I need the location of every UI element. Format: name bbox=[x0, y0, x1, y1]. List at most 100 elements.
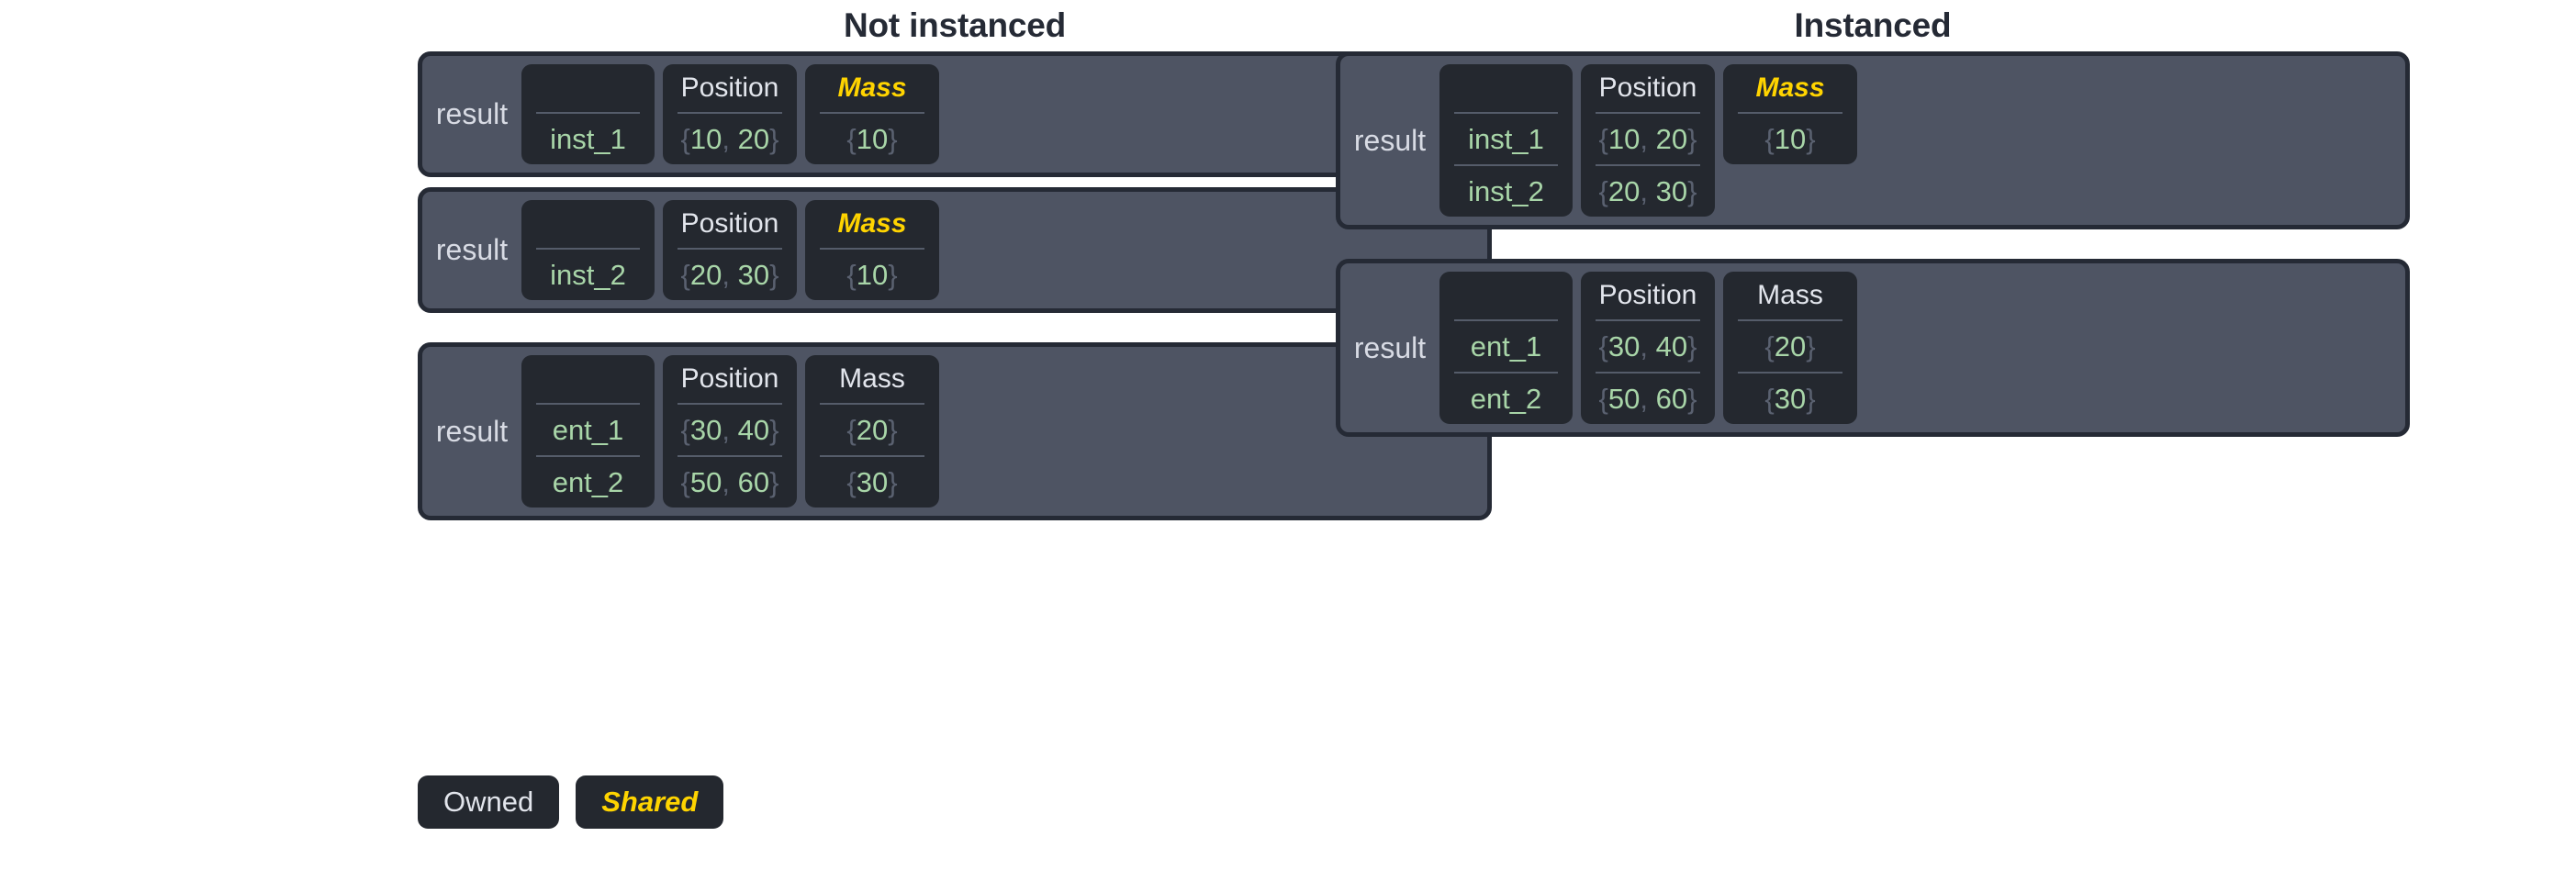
cell-mass: {20} bbox=[846, 414, 898, 446]
column-mass[interactable]: Mass {20} {30} bbox=[1723, 272, 1857, 424]
column-header-id bbox=[521, 200, 655, 248]
header-divider bbox=[536, 112, 640, 114]
column-mass[interactable]: Mass {10} bbox=[805, 64, 939, 164]
row-divider bbox=[1738, 372, 1842, 374]
cell-position: {10, 20} bbox=[680, 123, 779, 155]
column-position[interactable]: Position {20, 30} bbox=[663, 200, 797, 300]
column-mass[interactable]: Mass {10} bbox=[805, 200, 939, 300]
column-header-mass: Mass bbox=[839, 363, 905, 394]
column-position[interactable]: Position {30, 40} {50, 60} bbox=[663, 355, 797, 508]
column-header-id bbox=[521, 64, 655, 112]
result-label: result bbox=[435, 414, 509, 448]
cell-position: {20, 30} bbox=[1598, 175, 1697, 207]
header-divider bbox=[1738, 112, 1842, 114]
row-divider bbox=[1596, 164, 1700, 166]
column-position[interactable]: Position {10, 20} {20, 30} bbox=[1581, 64, 1715, 217]
cell-mass: {10} bbox=[846, 123, 898, 155]
row-divider bbox=[678, 455, 782, 457]
legend-chip-shared[interactable]: Shared bbox=[576, 775, 724, 829]
column-id[interactable]: inst_1 inst_2 bbox=[1439, 64, 1573, 217]
cell-mass: {10} bbox=[1764, 123, 1816, 155]
column-header-position: Position bbox=[680, 72, 779, 103]
column-id[interactable]: inst_1 bbox=[521, 64, 655, 164]
cell-mass: {30} bbox=[1764, 383, 1816, 415]
row-divider bbox=[820, 455, 924, 457]
header-divider bbox=[1596, 112, 1700, 114]
column-id[interactable]: ent_1 ent_2 bbox=[1439, 272, 1573, 424]
column-group: ent_1 ent_2 Position {30, 40} {50, 60} M… bbox=[1439, 263, 2405, 432]
cell-id: inst_1 bbox=[550, 123, 626, 155]
panel-not-instanced: Not instanced result inst_1 Position {10… bbox=[418, 0, 1492, 530]
result-label: result bbox=[435, 233, 509, 266]
table-row[interactable]: result inst_1 Position {10, 20} Mass {10… bbox=[418, 51, 1492, 177]
column-mass[interactable]: Mass {20} {30} bbox=[805, 355, 939, 508]
header-divider bbox=[1454, 112, 1558, 114]
header-divider bbox=[820, 112, 924, 114]
column-id[interactable]: inst_2 bbox=[521, 200, 655, 300]
column-mass-shared[interactable]: Mass {10} bbox=[1723, 64, 1857, 164]
column-group: inst_2 Position {20, 30} Mass {10} bbox=[521, 192, 1487, 308]
header-divider bbox=[1596, 319, 1700, 321]
column-group: ent_1 ent_2 Position {30, 40} {50, 60} M… bbox=[521, 347, 1487, 516]
cell-id: ent_1 bbox=[552, 414, 624, 446]
column-header-mass: Mass bbox=[837, 208, 907, 239]
header-divider bbox=[678, 248, 782, 250]
column-header-position: Position bbox=[1598, 72, 1697, 103]
header-divider bbox=[678, 403, 782, 405]
cell-mass: {20} bbox=[1764, 330, 1816, 362]
header-divider bbox=[1454, 319, 1558, 321]
column-position[interactable]: Position {10, 20} bbox=[663, 64, 797, 164]
column-group: inst_1 Position {10, 20} Mass {10} bbox=[521, 56, 1487, 173]
column-header-id bbox=[521, 355, 655, 403]
column-header-mass: Mass bbox=[1755, 72, 1825, 103]
panel-title-instanced: Instanced bbox=[1794, 6, 1952, 44]
legend-chip-owned[interactable]: Owned bbox=[418, 775, 560, 829]
row-divider bbox=[1454, 164, 1558, 166]
column-header-position: Position bbox=[680, 363, 779, 394]
cell-id: ent_2 bbox=[552, 466, 624, 498]
result-label: result bbox=[435, 97, 509, 130]
header-divider bbox=[536, 248, 640, 250]
table-row[interactable]: result inst_2 Position {20, 30} Mass {10… bbox=[418, 187, 1492, 313]
spacer bbox=[1336, 240, 2410, 259]
column-position[interactable]: Position {30, 40} {50, 60} bbox=[1581, 272, 1715, 424]
header-divider bbox=[820, 248, 924, 250]
table-row[interactable]: result ent_1 ent_2 Position {30, 40} {50… bbox=[1336, 259, 2410, 437]
column-id[interactable]: ent_1 ent_2 bbox=[521, 355, 655, 508]
cell-id: ent_2 bbox=[1470, 383, 1542, 415]
cell-id: inst_1 bbox=[1468, 123, 1544, 155]
legend: Owned Shared bbox=[418, 775, 724, 829]
table-row[interactable]: result ent_1 ent_2 Position {30, 40} {50… bbox=[418, 342, 1492, 520]
header-divider bbox=[820, 403, 924, 405]
row-divider bbox=[1596, 372, 1700, 374]
row-divider bbox=[536, 455, 640, 457]
column-header-position: Position bbox=[1598, 280, 1697, 310]
column-header-mass: Mass bbox=[837, 72, 907, 103]
cell-id: inst_2 bbox=[1468, 175, 1544, 207]
cell-position: {30, 40} bbox=[1598, 330, 1697, 362]
cell-id: inst_2 bbox=[550, 259, 626, 291]
cell-mass: {30} bbox=[846, 466, 898, 498]
header-divider bbox=[1738, 319, 1842, 321]
column-header-id bbox=[1439, 64, 1573, 112]
panel-instanced: Instanced result inst_1 inst_2 Position … bbox=[1336, 0, 2410, 447]
row-divider bbox=[1454, 372, 1558, 374]
result-label: result bbox=[1353, 330, 1427, 364]
cell-position: {20, 30} bbox=[680, 259, 779, 291]
table-row[interactable]: result inst_1 inst_2 Position {10, 20} {… bbox=[1336, 51, 2410, 229]
spacer bbox=[418, 323, 1492, 342]
result-label: result bbox=[1353, 123, 1427, 157]
column-header-mass: Mass bbox=[1757, 280, 1823, 310]
column-group: inst_1 inst_2 Position {10, 20} {20, 30}… bbox=[1439, 56, 2405, 225]
panel-title-not-instanced: Not instanced bbox=[843, 6, 1067, 44]
cell-position: {10, 20} bbox=[1598, 123, 1697, 155]
cell-mass: {10} bbox=[846, 259, 898, 291]
header-divider bbox=[536, 403, 640, 405]
cell-id: ent_1 bbox=[1470, 330, 1542, 362]
column-header-position: Position bbox=[680, 208, 779, 239]
cell-position: {50, 60} bbox=[680, 466, 779, 498]
header-divider bbox=[678, 112, 782, 114]
cell-position: {30, 40} bbox=[680, 414, 779, 446]
column-header-id bbox=[1439, 272, 1573, 319]
cell-position: {50, 60} bbox=[1598, 383, 1697, 415]
